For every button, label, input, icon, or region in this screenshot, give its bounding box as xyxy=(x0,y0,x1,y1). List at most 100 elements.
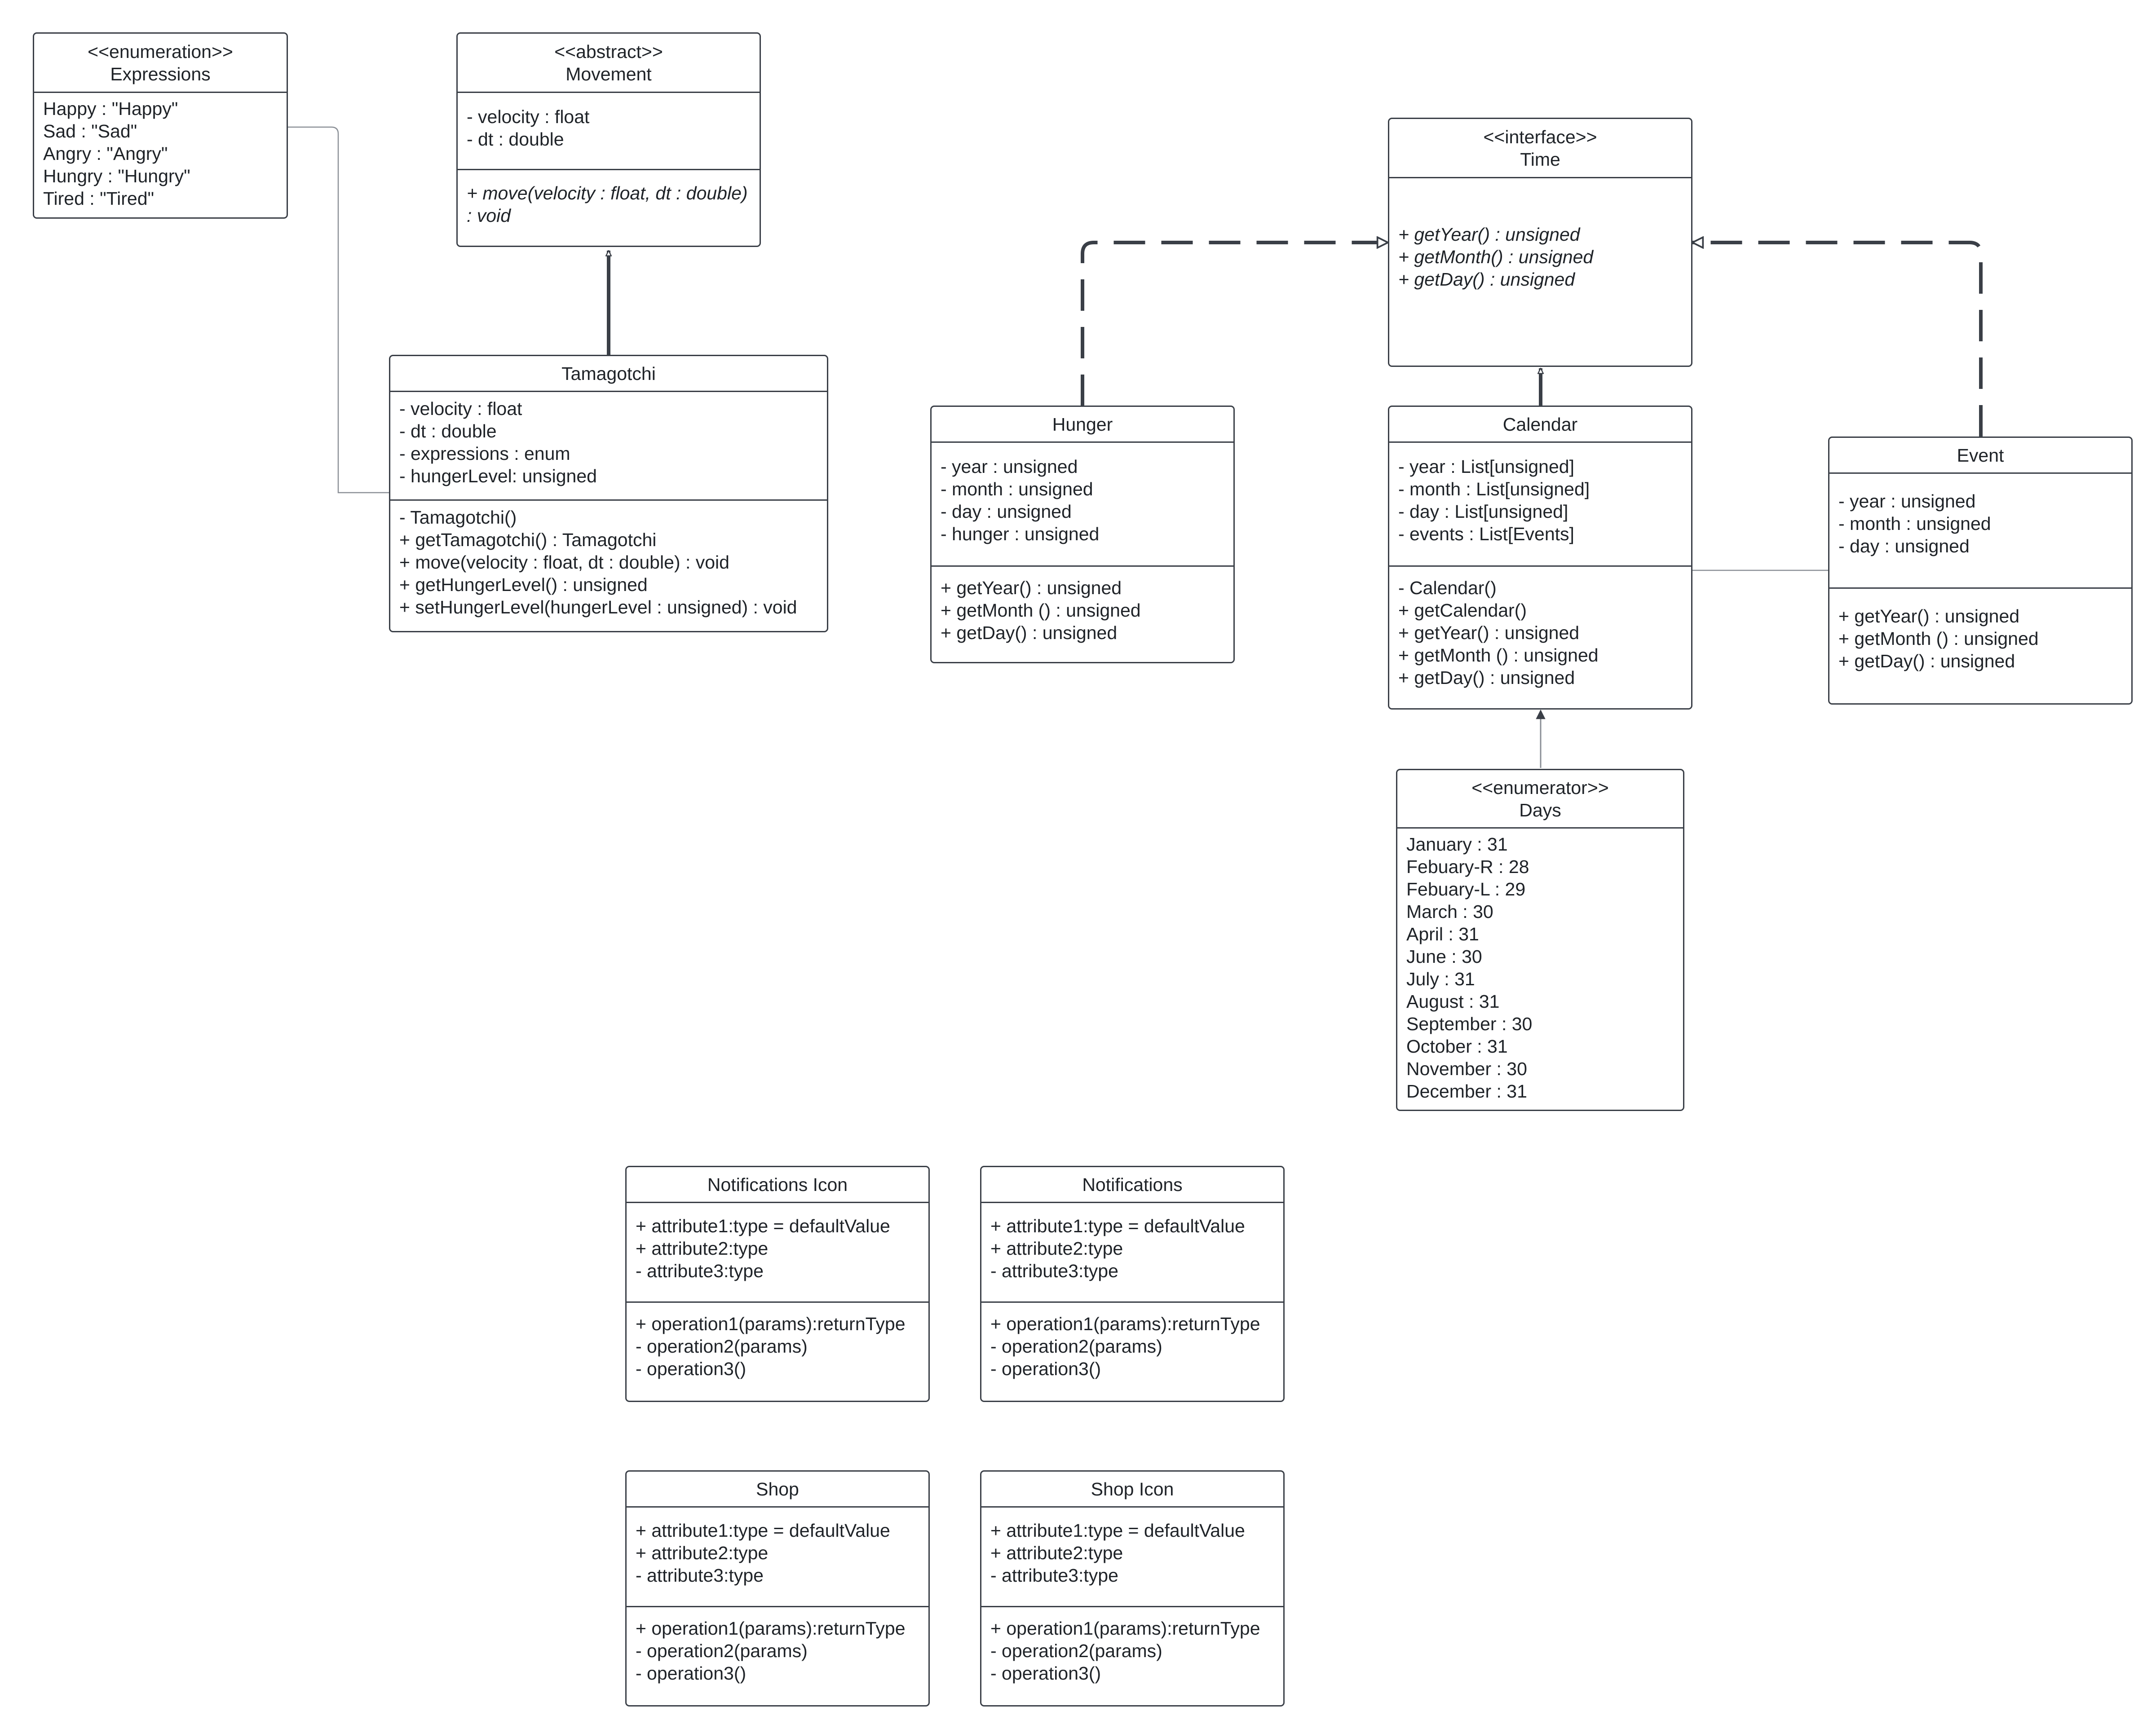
attribute: + attribute2:type xyxy=(636,1543,769,1563)
class-movement[interactable]: <<abstract>> Movement - velocity : float… xyxy=(456,32,761,247)
stereotype-label: <<abstract>> xyxy=(554,41,663,62)
operation: + getDay() : unsigned xyxy=(1398,269,1575,290)
operation: + operation1(params):returnType xyxy=(990,1314,1260,1334)
class-name: Hunger xyxy=(1052,414,1113,435)
operation: + getDay() : unsigned xyxy=(1398,667,1575,688)
class-header: Notifications xyxy=(981,1167,1283,1203)
attributes-section: Happy : "Happy" Sad : "Sad" Angry : "Ang… xyxy=(34,93,287,215)
attributes-section: + attribute1:type = defaultValue + attri… xyxy=(627,1203,928,1303)
class-header: Tamagotchi xyxy=(390,356,827,392)
enum-literal: August : 31 xyxy=(1406,991,1500,1012)
class-header: Shop xyxy=(627,1472,928,1508)
class-header: <<interface>> Time xyxy=(1389,119,1691,178)
enum-literal: November : 30 xyxy=(1406,1058,1527,1079)
operation: - operation2(params) xyxy=(990,1336,1162,1357)
attribute: - attribute3:type xyxy=(636,1565,764,1586)
attribute: - dt : double xyxy=(467,129,564,150)
class-header: Notifications Icon xyxy=(627,1167,928,1203)
class-header: Hunger xyxy=(932,407,1233,443)
class-days[interactable]: <<enumerator>> Days January : 31 Febuary… xyxy=(1396,769,1684,1111)
attribute: - attribute3:type xyxy=(990,1261,1118,1281)
attribute: - day : unsigned xyxy=(1838,536,1970,556)
class-notifications[interactable]: Notifications + attribute1:type = defaul… xyxy=(980,1166,1285,1402)
attribute: + attribute1:type = defaultValue xyxy=(636,1216,890,1236)
class-header: <<enumerator>> Days xyxy=(1397,770,1683,829)
class-tamagotchi[interactable]: Tamagotchi - velocity : float - dt : dou… xyxy=(389,355,828,632)
attribute: - dt : double xyxy=(399,421,497,441)
attribute: - month : unsigned xyxy=(941,479,1093,499)
attribute: - velocity : float xyxy=(467,106,590,127)
class-header: <<enumeration>> Expressions xyxy=(34,34,287,93)
operation: - operation2(params) xyxy=(990,1640,1162,1661)
attribute: - events : List[Events] xyxy=(1398,524,1574,544)
operation: + move(velocity : float, dt : double) : … xyxy=(467,183,748,226)
enum-literal: July : 31 xyxy=(1406,969,1475,989)
class-name: Notifications xyxy=(1082,1174,1183,1195)
attribute: + attribute1:type = defaultValue xyxy=(990,1520,1245,1541)
attribute: - day : unsigned xyxy=(941,501,1072,522)
operation: + getDay() : unsigned xyxy=(1838,651,2015,671)
attribute: - attribute3:type xyxy=(990,1565,1118,1586)
operation: - operation3() xyxy=(636,1663,747,1684)
class-shop[interactable]: Shop + attribute1:type = defaultValue + … xyxy=(625,1470,930,1707)
enum-literal: Febuary-L : 29 xyxy=(1406,879,1526,900)
enum-literal: Hungry : "Hungry" xyxy=(43,166,190,186)
operation: + setHungerLevel(hungerLevel : unsigned)… xyxy=(399,597,797,617)
operation: + getCalendar() xyxy=(1398,600,1527,621)
hunger-time-realization xyxy=(1081,243,1388,406)
attributes-section: - velocity : float - dt : double xyxy=(458,93,760,170)
enum-literal: Angry : "Angry" xyxy=(43,143,168,164)
operation: + getYear() : unsigned xyxy=(1398,622,1580,643)
class-name: Time xyxy=(1520,149,1560,170)
attribute: - attribute3:type xyxy=(636,1261,764,1281)
class-name: Days xyxy=(1519,799,1561,820)
operation: + operation1(params):returnType xyxy=(636,1314,906,1334)
operation: + getMonth () : unsigned xyxy=(1838,628,2039,649)
class-name: Movement xyxy=(566,63,652,84)
operation: + getDay() : unsigned xyxy=(941,622,1118,643)
operation: + getYear() : unsigned xyxy=(1838,606,2020,626)
class-header: Shop Icon xyxy=(981,1472,1283,1508)
operations-section: - Tamagotchi() + getTamagotchi() : Tamag… xyxy=(390,501,827,624)
attribute: + attribute2:type xyxy=(636,1238,769,1259)
attribute: - year : List[unsigned] xyxy=(1398,456,1574,477)
operation: - operation3() xyxy=(990,1358,1101,1379)
class-name: Shop xyxy=(756,1478,799,1499)
class-name: Event xyxy=(1957,445,2004,466)
enum-literal: June : 30 xyxy=(1406,946,1482,967)
operation: + operation1(params):returnType xyxy=(636,1618,906,1639)
class-name: Expressions xyxy=(110,63,211,84)
enum-literal: Happy : "Happy" xyxy=(43,98,178,119)
operation: + operation1(params):returnType xyxy=(990,1618,1260,1639)
class-event[interactable]: Event - year : unsigned - month : unsign… xyxy=(1828,437,2133,705)
operation: - operation3() xyxy=(636,1358,747,1379)
operations-section: + getYear() : unsigned + getMonth () : u… xyxy=(1829,589,2131,678)
attributes-section: + attribute1:type = defaultValue + attri… xyxy=(981,1508,1283,1607)
operations-section: + operation1(params):returnType - operat… xyxy=(627,1303,928,1385)
operations-section: + operation1(params):returnType - operat… xyxy=(627,1607,928,1690)
class-header: <<abstract>> Movement xyxy=(458,34,760,93)
enum-literal: December : 31 xyxy=(1406,1081,1527,1102)
operation: + getYear() : unsigned xyxy=(1398,224,1580,245)
attribute: - expressions : enum xyxy=(399,443,570,464)
enum-literal: October : 31 xyxy=(1406,1036,1508,1057)
enum-literal: January : 31 xyxy=(1406,834,1508,855)
class-name: Notifications Icon xyxy=(707,1174,848,1195)
attribute: - year : unsigned xyxy=(1838,491,1976,512)
enum-literal: Febuary-R : 28 xyxy=(1406,856,1529,877)
class-calendar[interactable]: Calendar - year : List[unsigned] - month… xyxy=(1388,406,1692,710)
class-hunger[interactable]: Hunger - year : unsigned - month : unsig… xyxy=(930,406,1235,663)
class-time[interactable]: <<interface>> Time + getYear() : unsigne… xyxy=(1388,118,1692,367)
class-notifications-icon[interactable]: Notifications Icon + attribute1:type = d… xyxy=(625,1166,930,1402)
class-shop-icon[interactable]: Shop Icon + attribute1:type = defaultVal… xyxy=(980,1470,1285,1707)
attribute: + attribute1:type = defaultValue xyxy=(990,1216,1245,1236)
enum-literal: September : 30 xyxy=(1406,1014,1533,1034)
attribute: - day : List[unsigned] xyxy=(1398,501,1568,522)
operation: - operation2(params) xyxy=(636,1640,808,1661)
operation: + getHungerLevel() : unsigned xyxy=(399,574,648,595)
attribute: + attribute2:type xyxy=(990,1238,1123,1259)
stereotype-label: <<interface>> xyxy=(1483,126,1597,147)
operation: - Calendar() xyxy=(1398,578,1497,598)
class-expressions[interactable]: <<enumeration>> Expressions Happy : "Hap… xyxy=(33,32,288,219)
attribute: - hungerLevel: unsigned xyxy=(399,466,597,486)
